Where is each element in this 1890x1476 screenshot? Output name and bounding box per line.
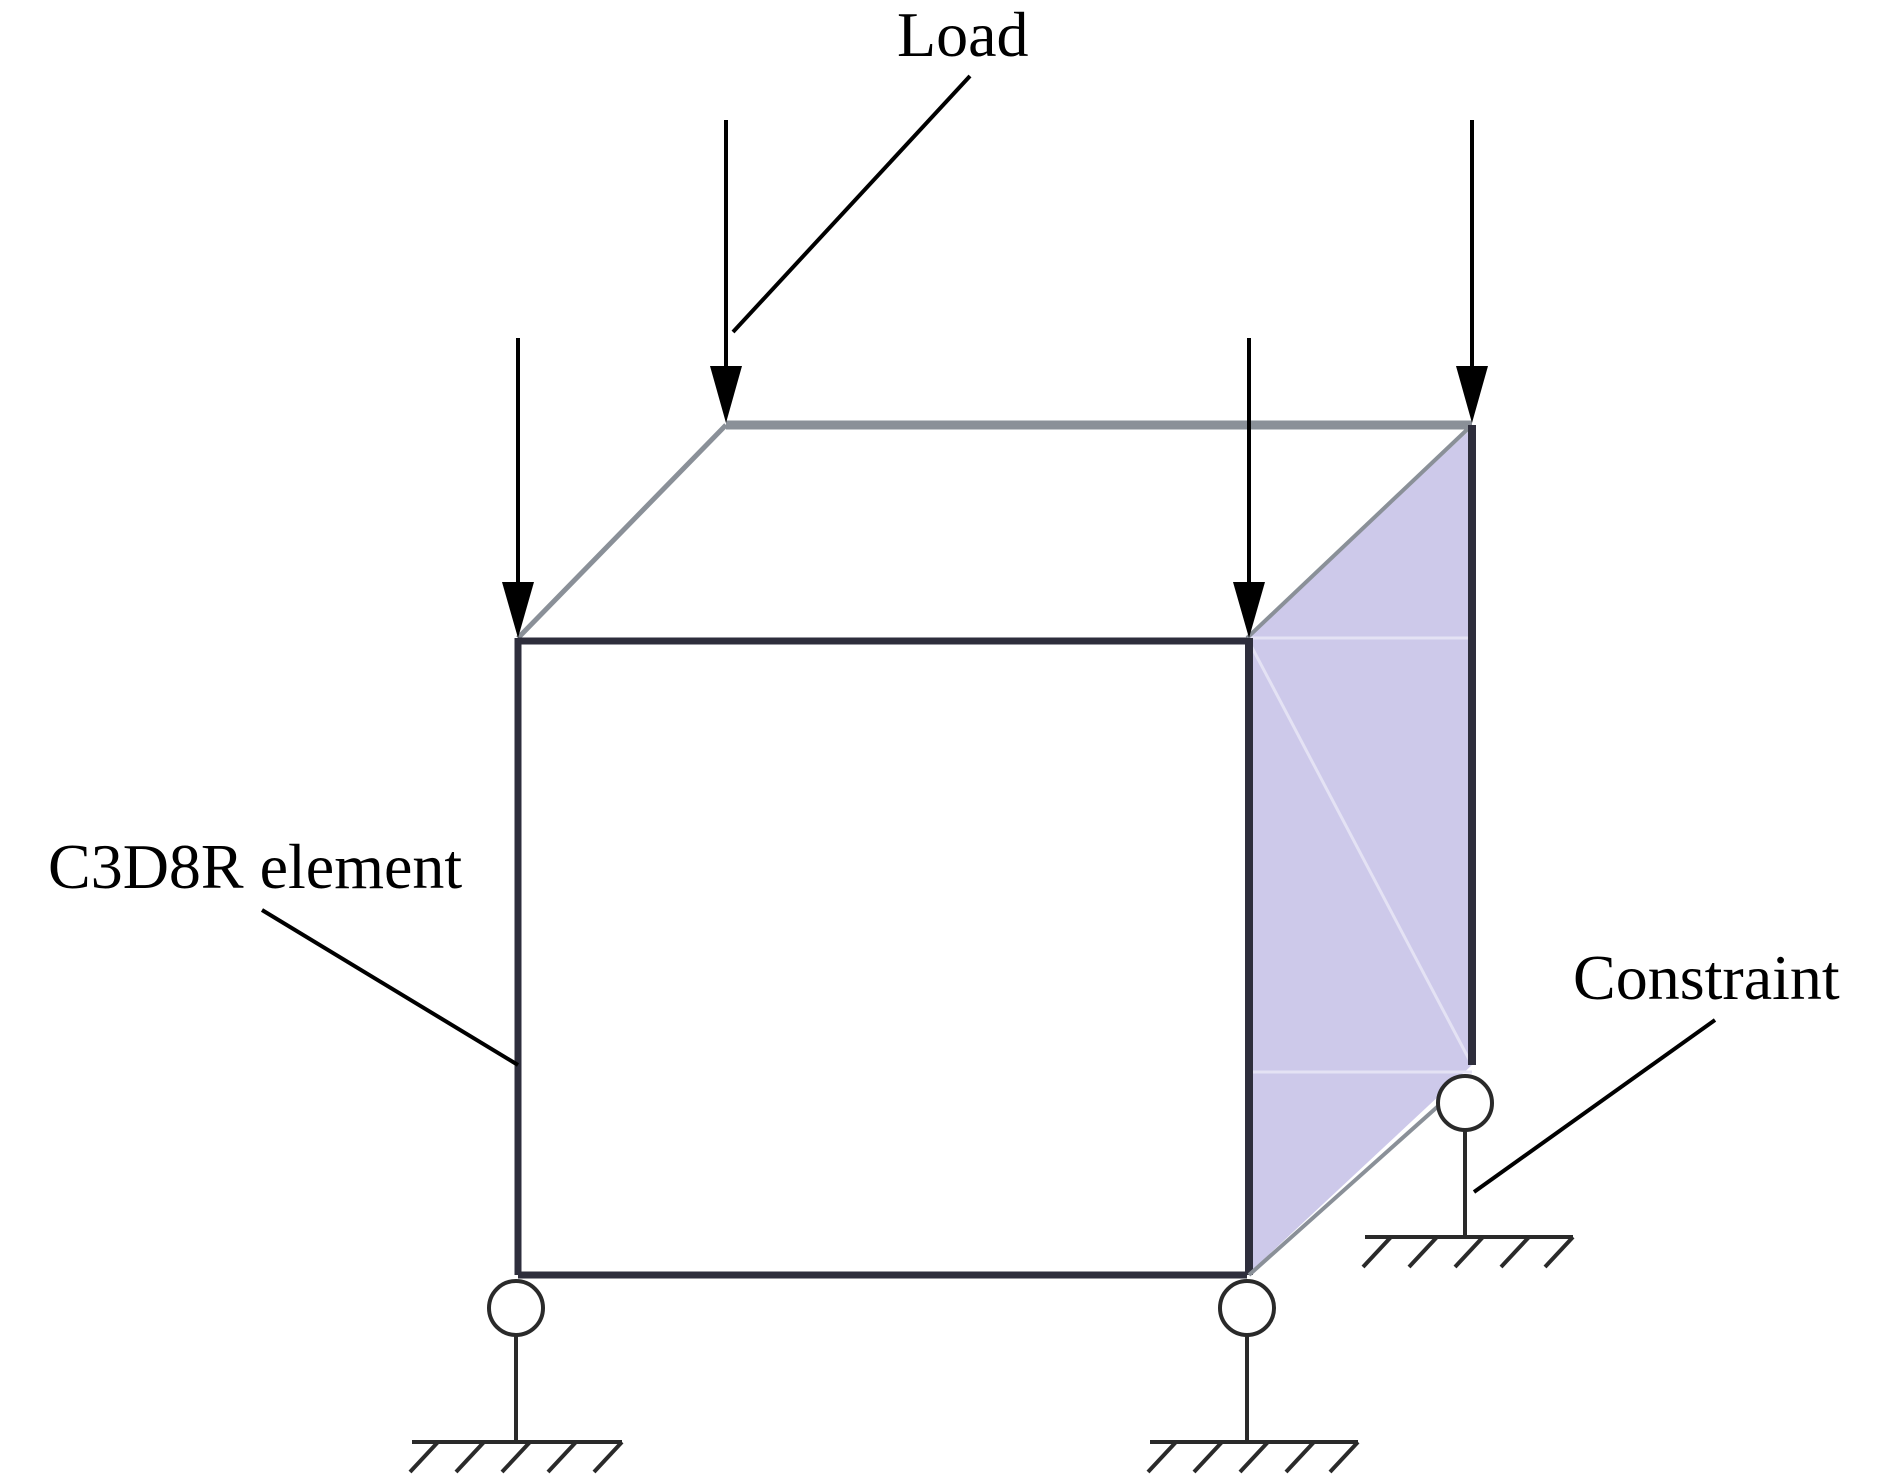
down-arrow-icon — [710, 366, 742, 423]
down-arrow-icon — [502, 582, 534, 638]
down-arrow-icon — [1456, 366, 1488, 423]
ground-hatch-icon — [1361, 1235, 1575, 1269]
support-back-right — [1361, 1074, 1575, 1269]
element-top-left-edge — [516, 423, 728, 640]
load-arrow-1 — [502, 338, 534, 638]
roller-support-icon — [1218, 1279, 1276, 1337]
roller-support-icon — [1436, 1074, 1494, 1132]
load-arrow-3 — [1233, 338, 1265, 638]
roller-support-icon — [487, 1279, 545, 1337]
element-top-right-edge — [1245, 423, 1474, 640]
load-arrow-2 — [710, 120, 742, 423]
support-front-right — [1146, 1279, 1360, 1474]
down-arrow-icon — [1233, 582, 1265, 638]
ground-hatch-icon — [408, 1440, 624, 1474]
ground-hatch-icon — [1146, 1440, 1360, 1474]
constraint-label: Constraint — [1573, 942, 1840, 1013]
load-label: Load — [897, 0, 1029, 70]
load-arrow-4 — [1456, 120, 1488, 423]
face-mesh-line — [1245, 637, 1474, 1066]
element-label: C3D8R element — [48, 831, 462, 902]
element-bottom-right-edge — [1247, 1098, 1447, 1277]
load-leader-line — [731, 74, 972, 334]
support-front-left — [408, 1279, 624, 1474]
element-leader-line — [260, 908, 520, 1067]
constraint-leader-line — [1472, 1018, 1717, 1194]
